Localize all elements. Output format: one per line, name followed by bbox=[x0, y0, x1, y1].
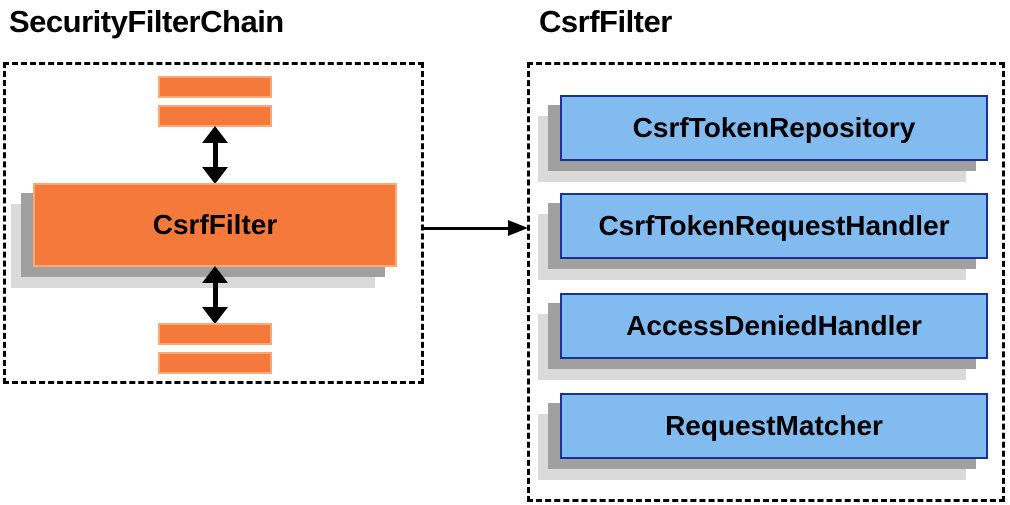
up-down-arrow-icon bbox=[202, 126, 228, 184]
csrf-token-request-handler-label: CsrfTokenRequestHandler bbox=[598, 210, 950, 241]
filter-chain-bar-top-1 bbox=[158, 76, 272, 98]
arrowhead-right-icon bbox=[508, 220, 528, 236]
arrowhead-up-icon bbox=[202, 126, 228, 143]
request-matcher-box: RequestMatcher bbox=[560, 393, 988, 459]
csrf-filter-panel bbox=[527, 62, 1005, 502]
csrf-filter-box-label: CsrfFilter bbox=[152, 209, 278, 240]
up-down-arrow-icon bbox=[202, 266, 228, 324]
csrf-token-repository-box: CsrfTokenRepository bbox=[560, 95, 988, 161]
right-arrow-icon bbox=[424, 220, 528, 237]
access-denied-handler-label: AccessDeniedHandler bbox=[626, 310, 922, 341]
security-filter-chain-panel bbox=[3, 62, 424, 384]
arrowhead-down-icon bbox=[202, 307, 228, 324]
arrow-shaft bbox=[424, 227, 512, 230]
csrf-token-request-handler-box: CsrfTokenRequestHandler bbox=[560, 193, 988, 259]
filter-chain-bar-bottom-1 bbox=[158, 323, 272, 345]
access-denied-handler-box: AccessDeniedHandler bbox=[560, 293, 988, 359]
arrow-shaft bbox=[213, 140, 218, 170]
security-filter-chain-title: SecurityFilterChain bbox=[9, 4, 284, 39]
filter-chain-bar-bottom-2 bbox=[158, 352, 272, 374]
filter-chain-bar-top-2 bbox=[158, 105, 272, 127]
csrf-token-repository-label: CsrfTokenRepository bbox=[632, 112, 916, 143]
csrf-filter-box: CsrfFilter bbox=[33, 183, 397, 267]
arrowhead-up-icon bbox=[202, 266, 228, 283]
request-matcher-label: RequestMatcher bbox=[665, 410, 883, 441]
csrf-filter-title: CsrfFilter bbox=[539, 4, 672, 39]
arrowhead-down-icon bbox=[202, 167, 228, 184]
arrow-shaft bbox=[213, 280, 218, 310]
